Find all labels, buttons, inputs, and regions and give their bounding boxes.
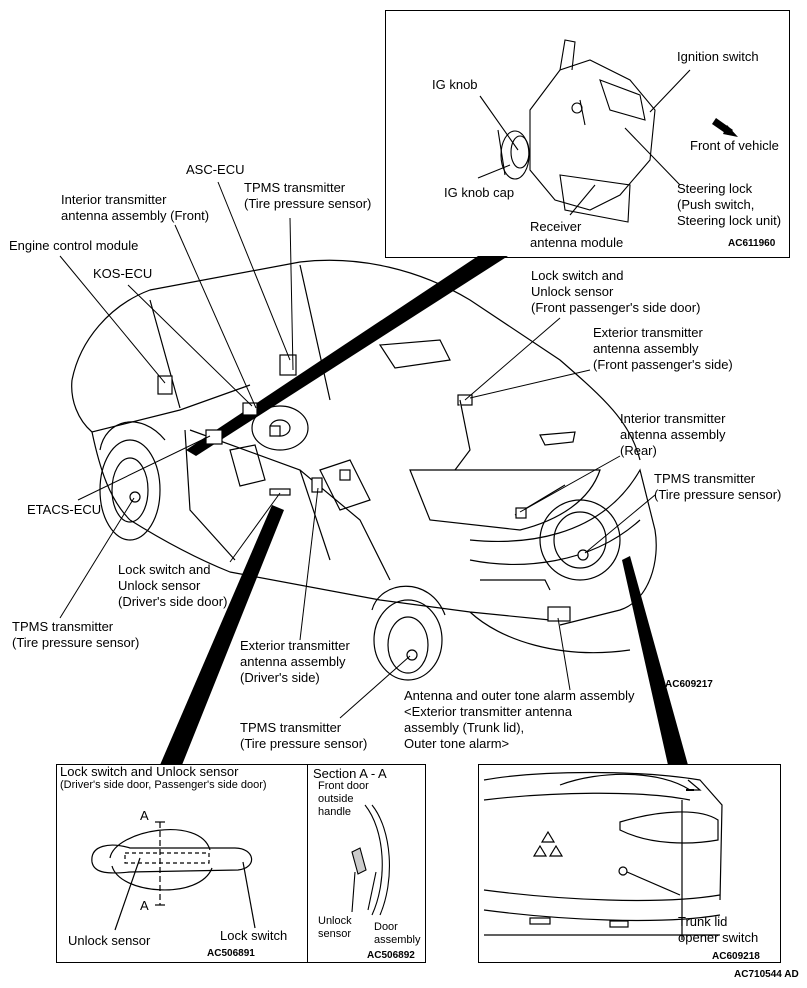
- trunk-inset: [478, 764, 781, 963]
- door-handle-inset: [56, 764, 426, 963]
- code-inset-right: AC609218: [712, 951, 760, 962]
- unlock-sensor-label: Unlock sensor: [68, 933, 151, 948]
- figure-code: AC710544 AD: [734, 969, 799, 980]
- receiver-antenna-label: Receiver antenna module: [530, 219, 624, 250]
- ignition-switch-art: [477, 39, 738, 223]
- code-inset-section: AC506892: [367, 950, 415, 961]
- ig-knob-label: IG knob: [432, 77, 478, 92]
- kos-ecu-label: KOS-ECU: [93, 266, 153, 281]
- handle-label: Front door outside handle: [318, 780, 369, 818]
- lock-switch-driver-label: Lock switch and Unlock sensor (Driver's …: [118, 562, 228, 609]
- code-main: AC609217: [665, 679, 713, 690]
- asc-ecu-label: ASC-ECU: [186, 162, 245, 177]
- antenna-alarm-label: Antenna and outer tone alarm assembly <E…: [404, 688, 635, 751]
- car-outline: [71, 259, 657, 681]
- exterior-passenger-label: Exterior transmitter antenna assembly (F…: [593, 325, 733, 372]
- section-unlock-sensor-label: Unlock sensor: [318, 915, 352, 940]
- front-of-vehicle-label: Front of vehicle: [690, 138, 779, 153]
- section-title: Section A - A: [313, 766, 387, 781]
- lock-switch-passenger-label: Lock switch and Unlock sensor (Front pas…: [531, 268, 701, 315]
- tpms-bottom-label: TPMS transmitter (Tire pressure sensor): [240, 720, 368, 751]
- door-handle-art: [91, 821, 256, 931]
- pointer-wedge-right: [622, 556, 688, 765]
- steering-lock-label: Steering lock (Push switch, Steering loc…: [677, 181, 782, 228]
- trunk-switch-label: Trunk lid opener switch: [678, 914, 759, 945]
- section-art: [351, 804, 390, 916]
- component-marks: [129, 354, 589, 661]
- ignition-switch-label: Ignition switch: [677, 49, 759, 64]
- etacs-ecu-label: ETACS-ECU: [27, 502, 102, 517]
- section-divider: [307, 764, 308, 962]
- inset-left-title: Lock switch and Unlock sensor: [60, 764, 239, 779]
- section-mark-top: A: [140, 808, 149, 823]
- pointer-wedge-left: [160, 505, 284, 765]
- ig-knob-cap-label: IG knob cap: [444, 185, 515, 200]
- interior-front-label: Interior transmitter antenna assembly (F…: [61, 192, 210, 223]
- code-inset-left: AC506891: [207, 948, 255, 959]
- code-top: AC611960: [728, 238, 776, 249]
- inset-left-subtitle: (Driver's side door, Passenger's side do…: [60, 779, 267, 791]
- section-mark-bottom: A: [140, 898, 149, 913]
- pointer-wedge-top: [186, 256, 508, 456]
- ignition-inset: [385, 10, 790, 258]
- tpms-rear-label: TPMS transmitter (Tire pressure sensor): [654, 471, 782, 502]
- tpms-top-label: TPMS transmitter (Tire pressure sensor): [244, 180, 372, 211]
- trunk-art: [483, 771, 723, 940]
- lock-switch-label: Lock switch: [220, 928, 288, 943]
- tpms-left-label: TPMS transmitter (Tire pressure sensor): [12, 619, 140, 650]
- leader-lines: [59, 181, 656, 719]
- interior-rear-label: Interior transmitter antenna assembly (R…: [620, 411, 726, 458]
- engine-control-label: Engine control module: [9, 238, 139, 253]
- exterior-driver-label: Exterior transmitter antenna assembly (D…: [240, 638, 350, 685]
- door-assembly-label: Door assembly: [374, 921, 421, 946]
